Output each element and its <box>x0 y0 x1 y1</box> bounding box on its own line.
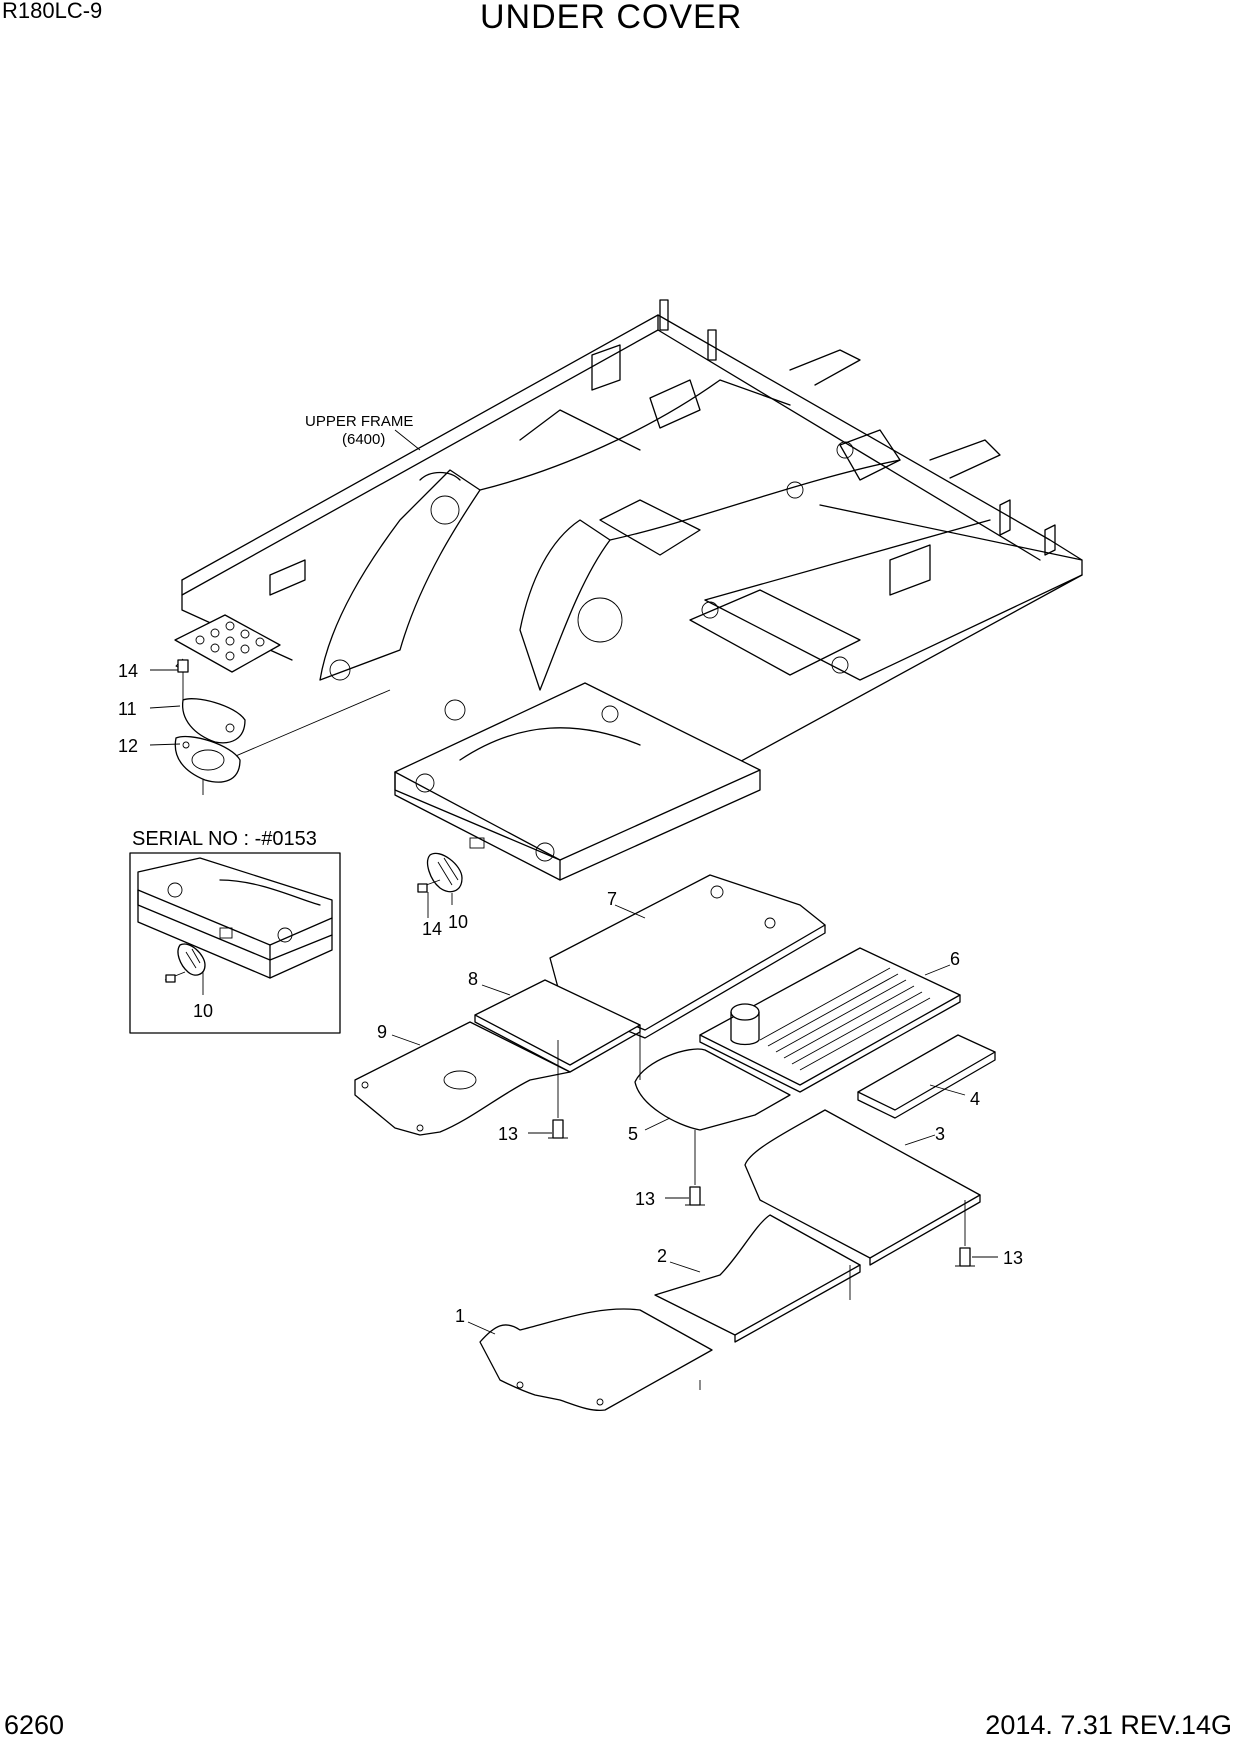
callout-2: 2 <box>657 1246 667 1266</box>
callout-13-left: 13 <box>498 1124 518 1144</box>
callout-8: 8 <box>468 969 478 989</box>
page-number: 6260 <box>4 1710 65 1740</box>
callout-10: 10 <box>448 912 468 932</box>
model-number: R180LC-9 <box>2 0 103 23</box>
plate-and-gasket <box>174 658 246 783</box>
callout-1: 1 <box>455 1306 465 1326</box>
inset-serial-label: SERIAL NO : -#0153 <box>132 828 317 850</box>
panel-4 <box>857 1034 996 1119</box>
panel-6-grille <box>699 947 961 1093</box>
step-plate-pattern <box>195 621 265 661</box>
bolt-13-left <box>548 1040 568 1139</box>
bolt-13-right <box>955 1200 975 1267</box>
panel-1 <box>479 1308 713 1411</box>
callout-4: 4 <box>970 1089 980 1109</box>
callout-9: 9 <box>377 1022 387 1042</box>
callout-12: 12 <box>118 736 138 756</box>
callout-5: 5 <box>628 1124 638 1144</box>
upper-frame-label: UPPER FRAME <box>305 413 413 430</box>
callout-6: 6 <box>950 949 960 969</box>
panel-2 <box>654 1214 861 1343</box>
upper-frame-drawing <box>174 299 1083 881</box>
callout-3: 3 <box>935 1124 945 1144</box>
upper-frame-ref: (6400) <box>342 431 385 448</box>
callout-13-right: 13 <box>1003 1248 1023 1268</box>
callout-14-bottom: 14 <box>422 919 442 939</box>
cover-plate-10 <box>417 837 485 918</box>
inset-drawing <box>137 857 333 995</box>
revision-date: 2014. 7.31 REV.14G <box>985 1710 1232 1740</box>
callout-11: 11 <box>118 699 137 719</box>
callout-10-inset: 10 <box>193 1001 213 1021</box>
callout-14-top: 14 <box>118 661 138 681</box>
callout-13-center: 13 <box>635 1189 655 1209</box>
callout-7: 7 <box>607 889 617 909</box>
bolt-13-center <box>685 1130 705 1206</box>
panel-3 <box>744 1109 981 1266</box>
panel-5 <box>634 1048 791 1131</box>
inset-box <box>129 852 341 1034</box>
panel-9 <box>354 1021 571 1136</box>
page-title: UNDER COVER <box>480 0 743 36</box>
